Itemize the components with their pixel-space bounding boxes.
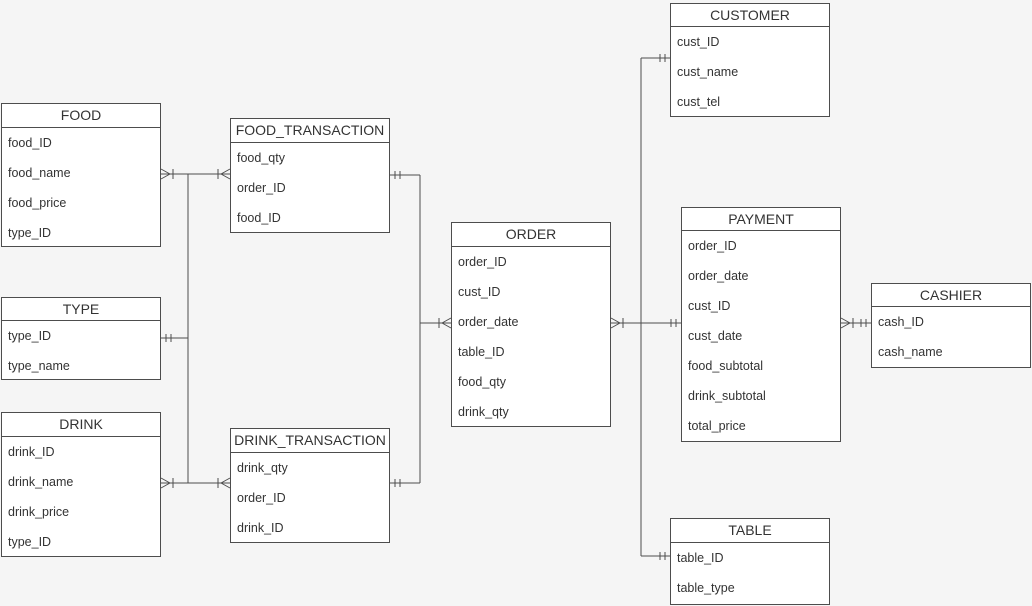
crows-foot-many-marker: [840, 317, 854, 329]
entity-field: food_subtotal: [688, 359, 764, 373]
entity-field-list: food_ID food_name food_price type_ID: [2, 128, 160, 248]
entity-field: drink_ID: [8, 445, 55, 459]
entity-field: order_date: [458, 315, 519, 329]
entity-payment[interactable]: PAYMENT order_ID order_date cust_ID cust_dat…: [681, 207, 841, 442]
entity-field-list: type_ID type_name: [2, 321, 160, 381]
entity-title: CASHIER: [872, 284, 1030, 307]
entity-field: cust_date: [688, 329, 743, 343]
entity-field: table_ID: [458, 345, 505, 359]
entity-field: cust_ID: [688, 299, 731, 313]
entity-title: DRINK_TRANSACTION: [231, 429, 389, 453]
entity-field: order_date: [688, 269, 749, 283]
entity-field: table_type: [677, 581, 735, 595]
entity-field: type_ID: [8, 535, 52, 549]
entity-field: food_qty: [458, 375, 506, 389]
entity-food[interactable]: FOOD food_ID food_name food_price type_ID: [1, 103, 161, 247]
entity-title: DRINK: [2, 413, 160, 437]
entity-field: drink_ID: [237, 521, 284, 535]
entity-field-list: drink_ID drink_name drink_price type_ID: [2, 437, 160, 557]
entity-field: order_ID: [458, 255, 507, 269]
one-marker: [394, 171, 401, 179]
entity-drink[interactable]: DRINK drink_ID drink_name drink_price type_I…: [1, 412, 161, 557]
crows-foot-many-marker: [160, 168, 174, 180]
entity-title: TYPE: [2, 298, 160, 321]
entity-title: ORDER: [452, 223, 610, 247]
entity-field-list: order_ID order_date cust_ID cust_date food_s…: [682, 231, 840, 441]
one-marker: [394, 479, 401, 487]
entity-title: PAYMENT: [682, 208, 840, 231]
entity-field: food_qty: [237, 151, 285, 165]
one-marker: [670, 319, 677, 327]
entity-field: drink_name: [8, 475, 74, 489]
entity-field: order_ID: [237, 181, 286, 195]
entity-field: order_ID: [688, 239, 737, 253]
entity-field-list: drink_qty order_ID drink_ID: [231, 453, 389, 543]
entity-field: drink_qty: [237, 461, 288, 475]
entity-field: type_ID: [8, 226, 52, 240]
entity-field-list: cust_ID cust_name cust_tel: [671, 27, 829, 117]
crows-foot-many-marker: [217, 477, 231, 489]
entity-title: TABLE: [671, 519, 829, 543]
entity-field: drink_qty: [458, 405, 509, 419]
entity-table[interactable]: TABLE table_ID table_type: [670, 518, 830, 605]
one-marker: [659, 54, 666, 62]
crows-foot-many-marker: [610, 317, 624, 329]
entity-field: cust_tel: [677, 95, 721, 109]
one-marker: [659, 552, 666, 560]
entity-customer[interactable]: CUSTOMER cust_ID cust_name cust_tel: [670, 3, 830, 117]
entity-field: food_name: [8, 166, 71, 180]
entity-food-transaction[interactable]: FOOD_TRANSACTION food_qty order_ID food_ID: [230, 118, 390, 233]
one-marker: [165, 334, 172, 342]
crows-foot-many-marker: [217, 168, 231, 180]
entity-field: order_ID: [237, 491, 286, 505]
entity-field: food_ID: [8, 136, 52, 150]
entity-field: food_ID: [237, 211, 281, 225]
entity-title: FOOD: [2, 104, 160, 128]
entity-field: cust_ID: [677, 35, 720, 49]
entity-field-list: cash_ID cash_name: [872, 307, 1030, 367]
entity-title: FOOD_TRANSACTION: [231, 119, 389, 143]
entity-title: CUSTOMER: [671, 4, 829, 27]
entity-field: type_ID: [8, 329, 52, 343]
crows-foot-many-marker: [438, 317, 452, 329]
entity-cashier[interactable]: CASHIER cash_ID cash_name: [871, 283, 1031, 368]
entity-field: total_price: [688, 419, 746, 433]
entity-field: cash_ID: [878, 315, 924, 329]
entity-field: drink_subtotal: [688, 389, 766, 403]
entity-field-list: food_qty order_ID food_ID: [231, 143, 389, 233]
entity-field-list: order_ID cust_ID order_date table_ID food_qt…: [452, 247, 610, 427]
entity-field: food_price: [8, 196, 67, 210]
entity-type[interactable]: TYPE type_ID type_name: [1, 297, 161, 380]
entity-field: table_ID: [677, 551, 724, 565]
entity-field: cust_ID: [458, 285, 501, 299]
crows-foot-many-marker: [160, 477, 174, 489]
entity-field: cust_name: [677, 65, 739, 79]
one-marker: [860, 319, 867, 327]
entity-field: drink_price: [8, 505, 70, 519]
entity-field-list: table_ID table_type: [671, 543, 829, 603]
entity-field: type_name: [8, 359, 70, 373]
entity-field: cash_name: [878, 345, 943, 359]
